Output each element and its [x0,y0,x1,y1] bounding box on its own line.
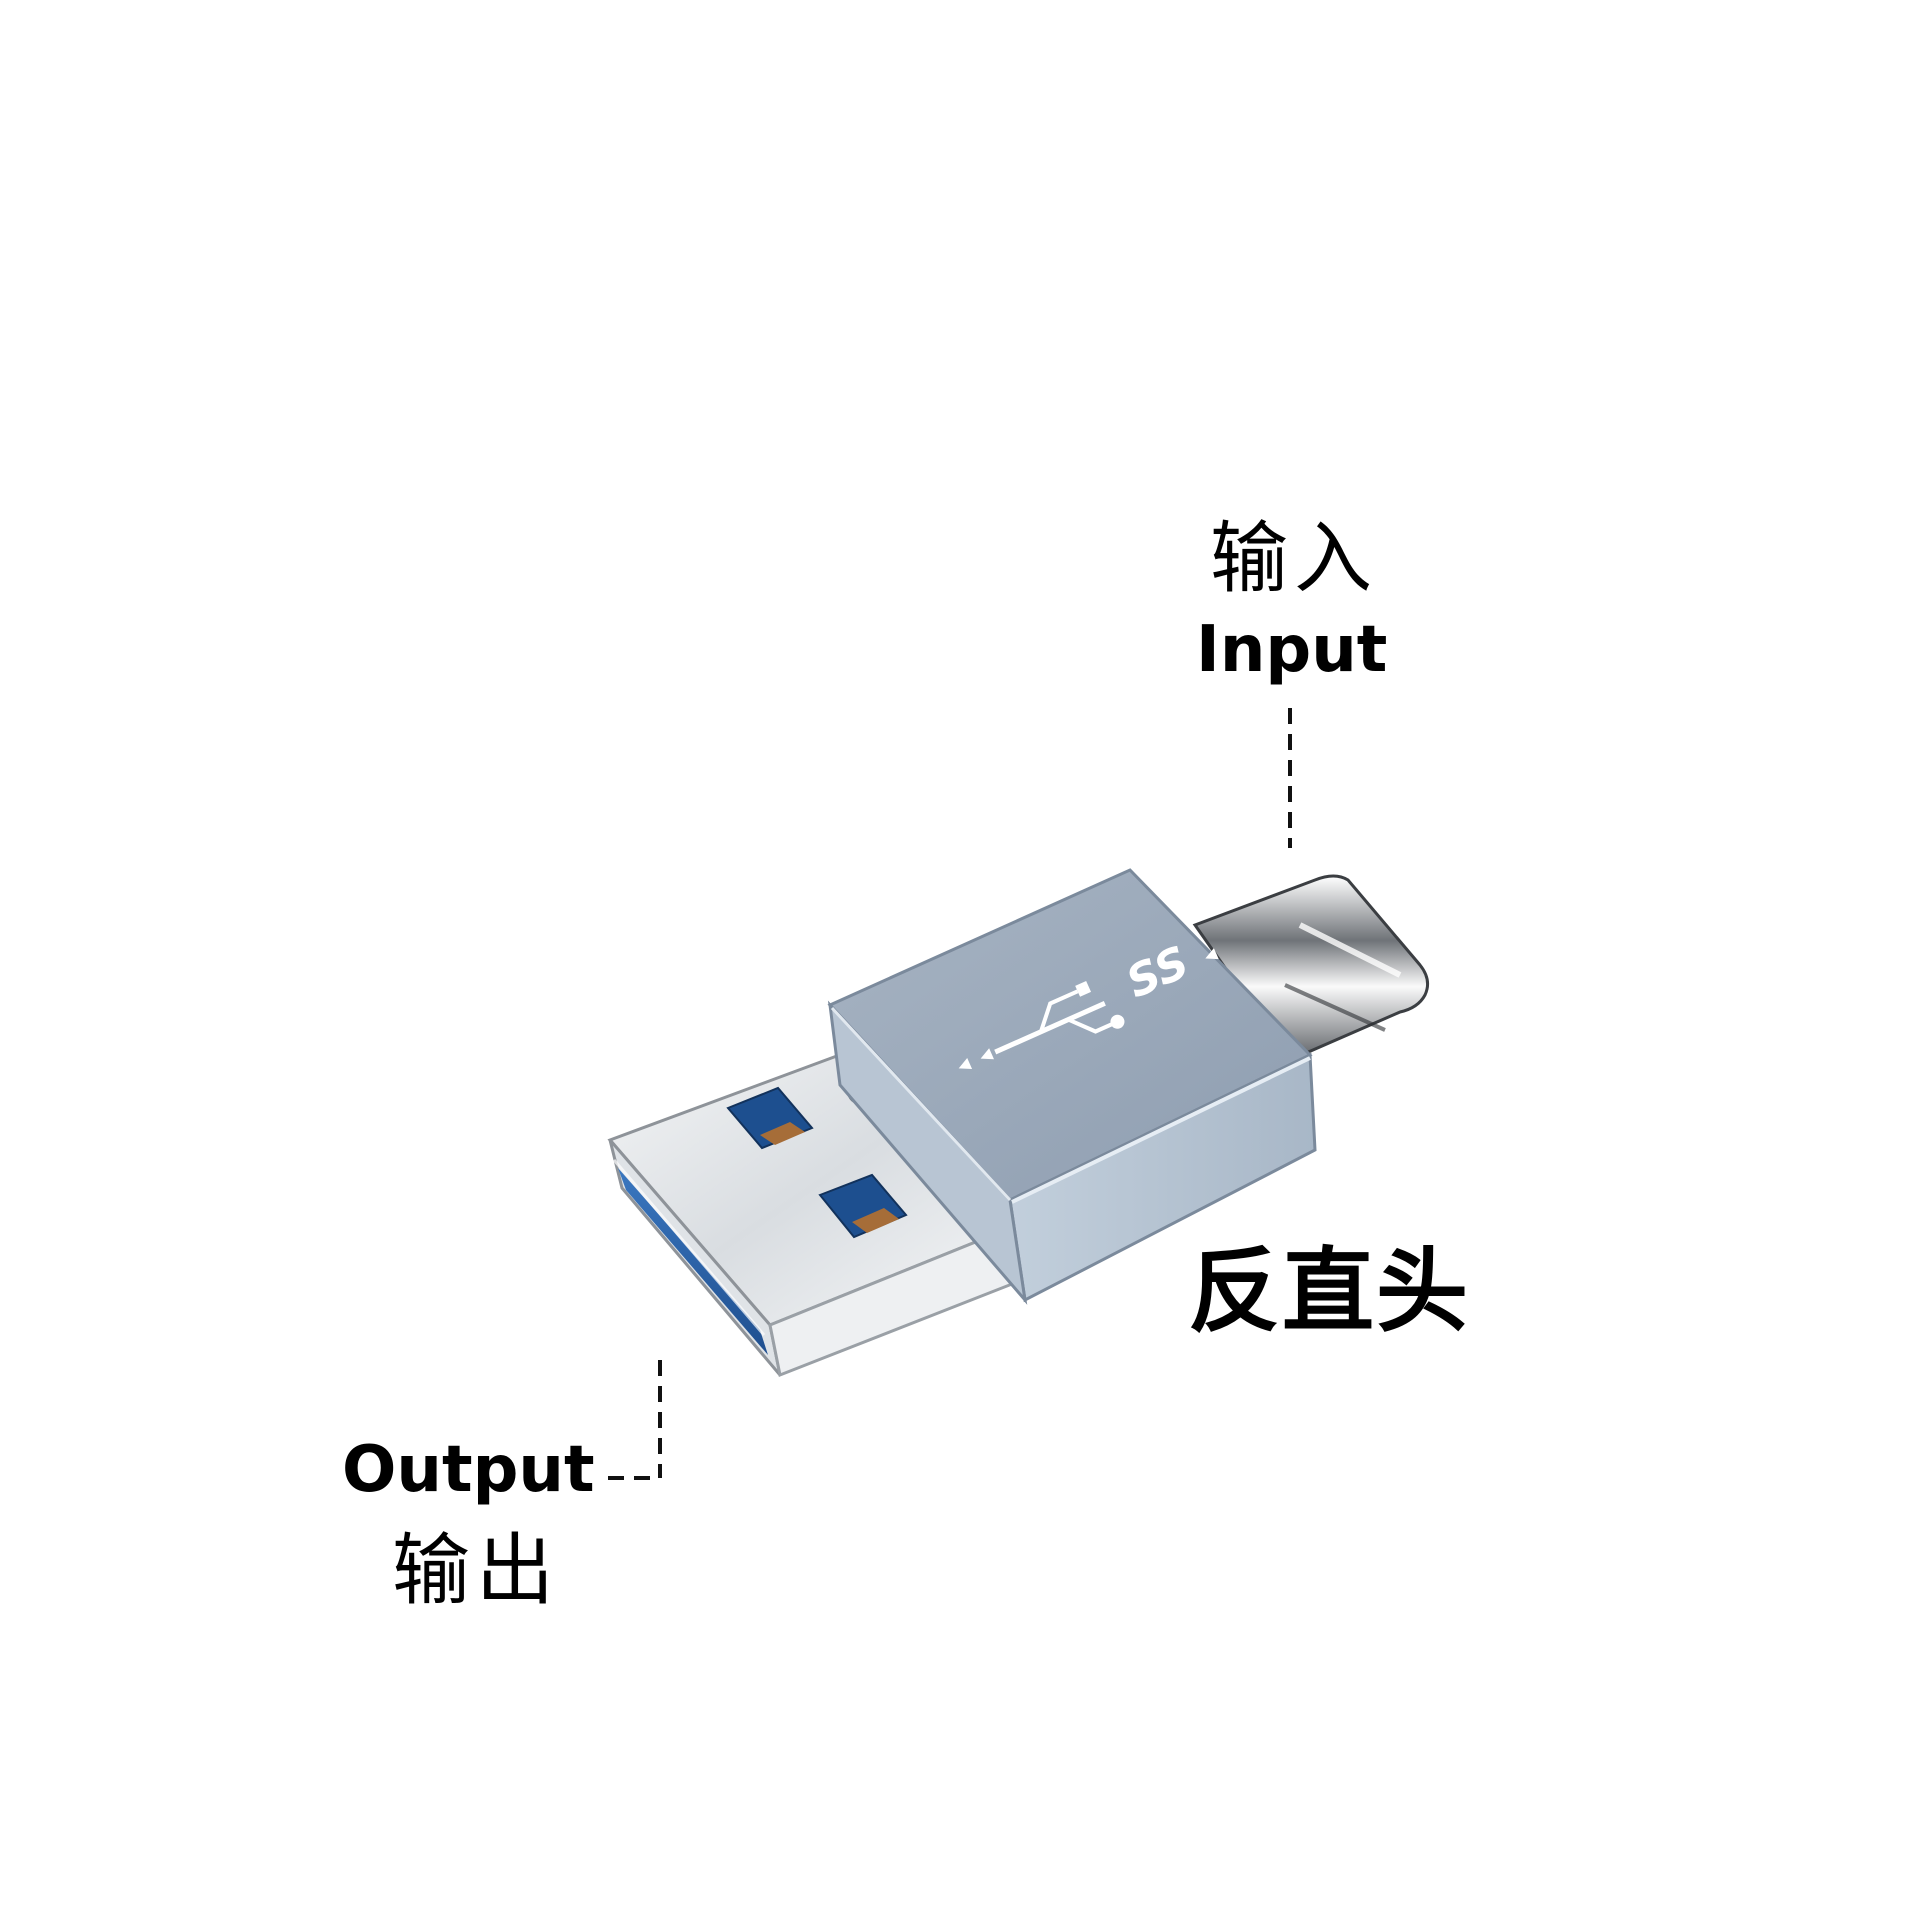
aluminium-housing [827,868,1317,1305]
usb-a-window-right [818,1173,908,1239]
usb-c-plug [1192,874,1430,1062]
output-label-chinese: 输出 [392,1526,561,1616]
input-label-english: Input [1196,613,1388,687]
output-label-english: Output [342,1433,595,1507]
product-type-label: 反直头 [1188,1238,1471,1345]
input-label-chinese: 输入 [1210,514,1379,604]
usb-a-window-left [726,1086,814,1150]
usb-a-blue-insert [618,1168,768,1355]
